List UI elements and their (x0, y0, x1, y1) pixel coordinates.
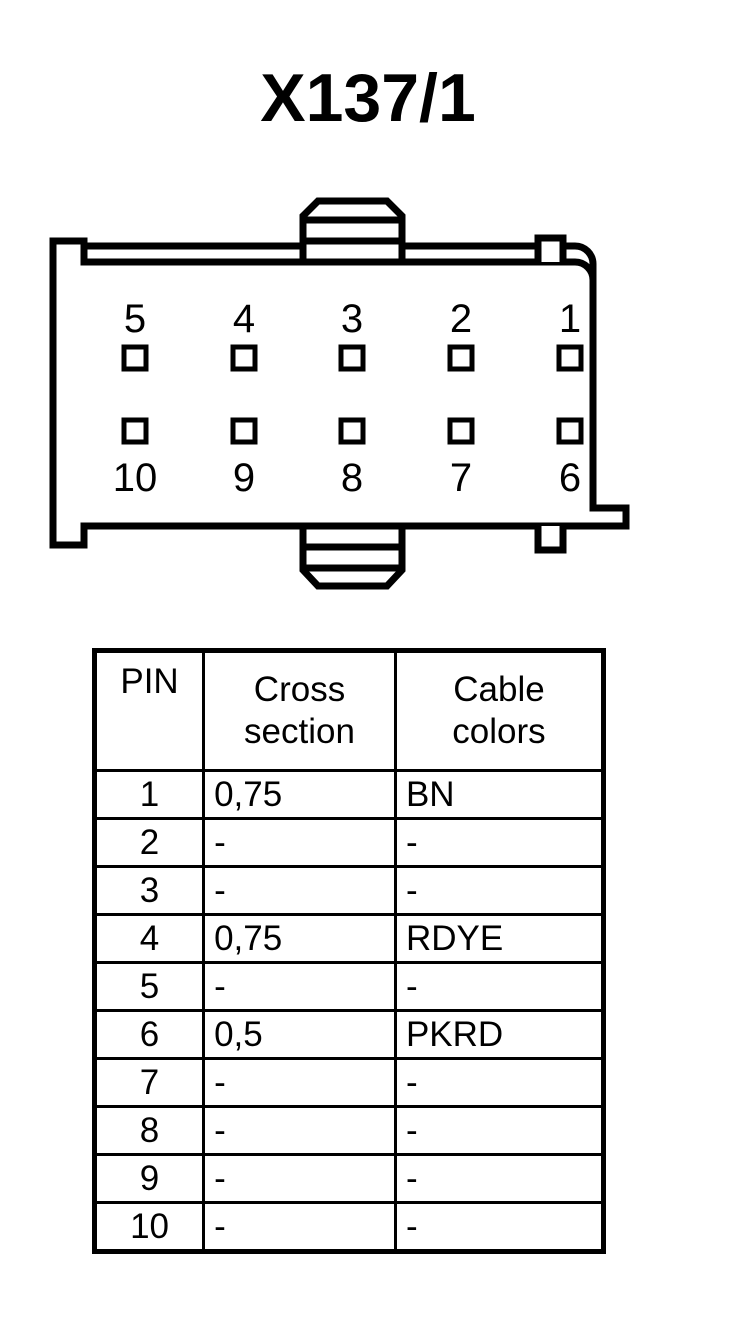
cell-cross-section: - (202, 817, 397, 868)
table-row: 9 - - (92, 1153, 606, 1204)
pin-number-5: 5 (124, 297, 146, 341)
pin-number-9: 9 (233, 456, 255, 500)
pin-number-10: 10 (113, 456, 158, 500)
pin-number-6: 6 (559, 456, 581, 500)
cell-pin: 5 (92, 961, 206, 1012)
pin-assignment-table-wrapper: PIN Cross section Cable colors 1 0,75 BN… (92, 648, 606, 1254)
cable-colors-line-1: Cable (453, 670, 545, 709)
cross-section-line-1: Cross (253, 670, 346, 709)
table-header-row: PIN Cross section Cable colors (92, 649, 606, 772)
cell-cross-section: - (202, 865, 397, 916)
cell-cable-colors: - (393, 1201, 606, 1253)
top-keying-notch (534, 234, 567, 262)
cell-pin: 1 (92, 769, 206, 820)
bottom-latch-tab (299, 522, 406, 590)
column-header-cable-colors: Cable colors (393, 649, 606, 772)
pin-number-7: 7 (450, 456, 472, 500)
cell-cross-section: - (202, 1201, 397, 1253)
cell-pin: 2 (92, 817, 206, 868)
connector-diagram: 5 4 3 2 1 10 9 8 7 6 (0, 190, 736, 600)
cell-cross-section: - (202, 1105, 397, 1156)
pin-cavity-4 (230, 344, 258, 372)
cell-cross-section: 0,5 (202, 1009, 397, 1060)
cell-pin: 7 (92, 1057, 206, 1108)
cell-cable-colors: BN (393, 769, 606, 820)
table-row: 8 - - (92, 1105, 606, 1156)
table-head: PIN Cross section Cable colors (92, 649, 606, 772)
pin-cavity-1 (556, 344, 584, 372)
pin-cavity-10 (121, 417, 149, 445)
table-row: 4 0,75 RDYE (92, 913, 606, 964)
column-header-pin: PIN (92, 649, 206, 772)
column-header-cross-section: Cross section (202, 649, 397, 772)
table-row: 2 - - (92, 817, 606, 868)
cell-cable-colors: - (393, 1153, 606, 1204)
table-row: 6 0,5 PKRD (92, 1009, 606, 1060)
pin-number-8: 8 (341, 456, 363, 500)
page-title: X137/1 (260, 60, 476, 136)
table-row: 10 - - (92, 1201, 606, 1253)
pin-cavity-9 (230, 417, 258, 445)
cell-cross-section: - (202, 1057, 397, 1108)
connector-body-path (49, 237, 630, 549)
table-row: 3 - - (92, 865, 606, 916)
cell-cable-colors: - (393, 1057, 606, 1108)
pin-assignment-table: PIN Cross section Cable colors 1 0,75 BN… (92, 648, 606, 1254)
cell-cable-colors: - (393, 817, 606, 868)
cell-pin: 3 (92, 865, 206, 916)
cross-section-line-2: section (244, 712, 355, 751)
table-row: 7 - - (92, 1057, 606, 1108)
cell-cross-section: 0,75 (202, 769, 397, 820)
pin-number-1: 1 (559, 297, 581, 341)
cell-cross-section: 0,75 (202, 913, 397, 964)
cell-cable-colors: - (393, 865, 606, 916)
pin-cavity-8 (338, 417, 366, 445)
table-row: 1 0,75 BN (92, 769, 606, 820)
pin-cavity-2 (447, 344, 475, 372)
cell-cable-colors: - (393, 961, 606, 1012)
cable-colors-line-2: colors (452, 712, 546, 751)
cell-pin: 6 (92, 1009, 206, 1060)
table-row: 5 - - (92, 961, 606, 1012)
pin-cavity-3 (338, 344, 366, 372)
cell-pin: 9 (92, 1153, 206, 1204)
pin-cavity-5 (121, 344, 149, 372)
pin-number-3: 3 (341, 297, 363, 341)
bottom-keying-notch (534, 526, 567, 554)
pin-cavity-7 (447, 417, 475, 445)
cell-cable-colors: PKRD (393, 1009, 606, 1060)
cell-cable-colors: RDYE (393, 913, 606, 964)
cell-pin: 10 (92, 1201, 206, 1253)
cell-pin: 8 (92, 1105, 206, 1156)
cell-pin: 4 (92, 913, 206, 964)
top-latch-tab (299, 197, 406, 266)
pin-number-2: 2 (450, 297, 472, 341)
pin-number-4: 4 (233, 297, 255, 341)
connector-outline-svg: 5 4 3 2 1 10 9 8 7 6 (49, 197, 630, 590)
cell-cable-colors: - (393, 1105, 606, 1156)
pin-cavity-6 (556, 417, 584, 445)
cell-cross-section: - (202, 961, 397, 1012)
cell-cross-section: - (202, 1153, 397, 1204)
table-body: 1 0,75 BN 2 - - 3 - - 4 0,75 RDYE 5 - (92, 769, 606, 1253)
